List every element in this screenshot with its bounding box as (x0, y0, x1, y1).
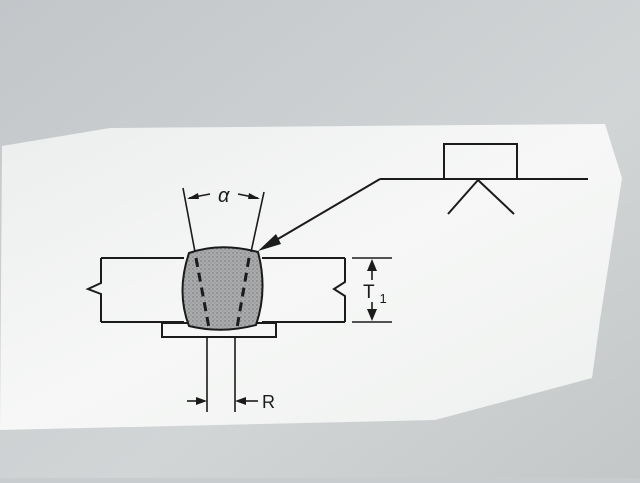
square-groove-weld-symbol (265, 143, 588, 247)
angle-arrow-left-icon (187, 193, 199, 199)
thickness-label-sub: 1 (380, 291, 387, 306)
root-opening-label: R (262, 392, 275, 412)
angle-arrow-right-icon (248, 193, 260, 199)
thickness-label-main: T (363, 282, 375, 303)
root-arrow-left-icon (196, 397, 207, 405)
groove-angle-label: α (218, 185, 230, 207)
thickness-arrow-down-icon (367, 309, 377, 321)
drawing-ink (85, 143, 588, 338)
thickness-label: T 1 (363, 282, 387, 306)
weld-bead (181, 246, 264, 331)
groove-faces (194, 257, 251, 329)
root-arrow-right-icon (235, 397, 246, 405)
thickness-arrow-up-icon (367, 259, 377, 271)
paper-sheet (0, 124, 622, 430)
arrow-head-icon (258, 234, 281, 251)
leader-line (265, 178, 381, 247)
